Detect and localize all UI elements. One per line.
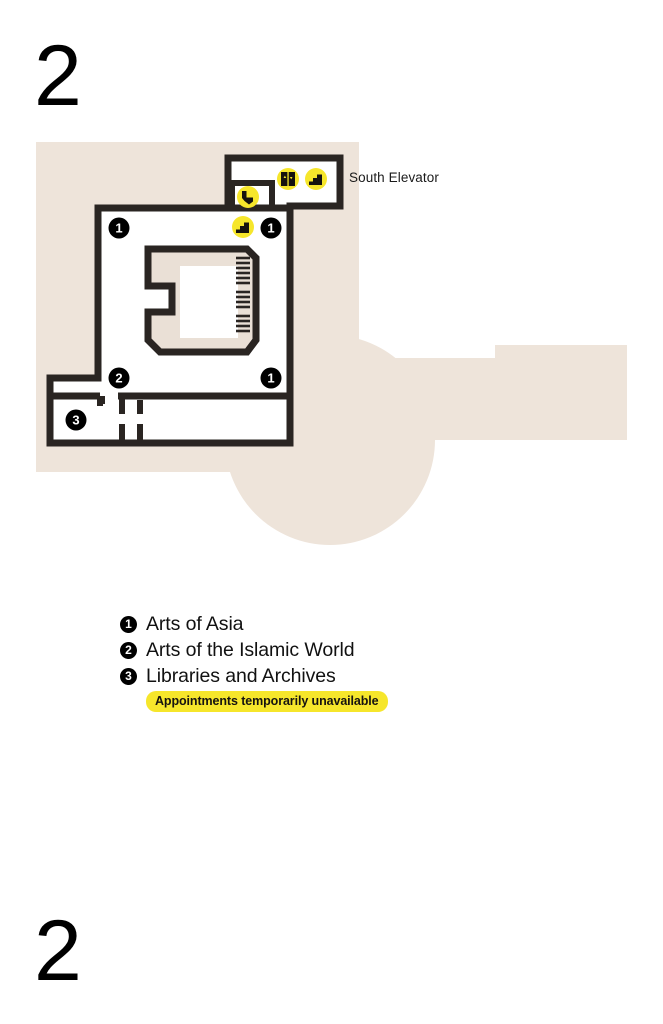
gallery-marker[interactable]: 1 [260, 367, 282, 389]
floor-number-top: 2 [34, 28, 82, 124]
floor-plan-svg: 1 1 2 1 3 [36, 142, 627, 545]
gallery-marker[interactable]: 1 [260, 217, 282, 239]
gallery-marker[interactable]: 3 [65, 409, 87, 431]
south-elevator-label: South Elevator [349, 170, 439, 185]
legend-item-arts-of-the-islamic-world[interactable]: 2 Arts of the Islamic World [120, 638, 540, 662]
svg-text:3: 3 [72, 413, 79, 428]
elevator-icon[interactable] [277, 168, 299, 190]
svg-text:1: 1 [267, 221, 274, 236]
floor-plan-map[interactable]: 1 1 2 1 3 South Elevator [0, 0, 663, 600]
legend-note-badge: Appointments temporarily unavailable [146, 691, 388, 712]
floor-number-bottom: 2 [34, 903, 82, 999]
courtyard-step-hatching [236, 256, 250, 333]
stairs-icon[interactable] [232, 216, 254, 238]
stairs-icon[interactable] [305, 168, 327, 190]
legend-badge: 3 [120, 667, 137, 685]
svg-text:1: 1 [267, 371, 274, 386]
map-legend: 1 Arts of Asia 2 Arts of the Islamic Wor… [120, 612, 540, 712]
legend-label: Libraries and Archives [146, 664, 336, 687]
legend-badge: 2 [120, 641, 137, 659]
legend-badge: 1 [120, 615, 137, 633]
gallery-marker[interactable]: 1 [108, 217, 130, 239]
inner-courtyard-structure [144, 245, 260, 356]
svg-text:2: 2 [115, 371, 122, 386]
legend-note-wrapper: Appointments temporarily unavailable [146, 691, 540, 712]
legend-label: Arts of Asia [146, 612, 244, 635]
escalator-icon[interactable] [237, 186, 259, 208]
gallery-marker[interactable]: 2 [108, 367, 130, 389]
library-partitions [97, 396, 143, 443]
svg-text:1: 1 [115, 221, 122, 236]
legend-item-arts-of-asia[interactable]: 1 Arts of Asia [120, 612, 540, 636]
legend-item-libraries-and-archives[interactable]: 3 Libraries and Archives [120, 664, 540, 688]
legend-label: Arts of the Islamic World [146, 638, 355, 661]
